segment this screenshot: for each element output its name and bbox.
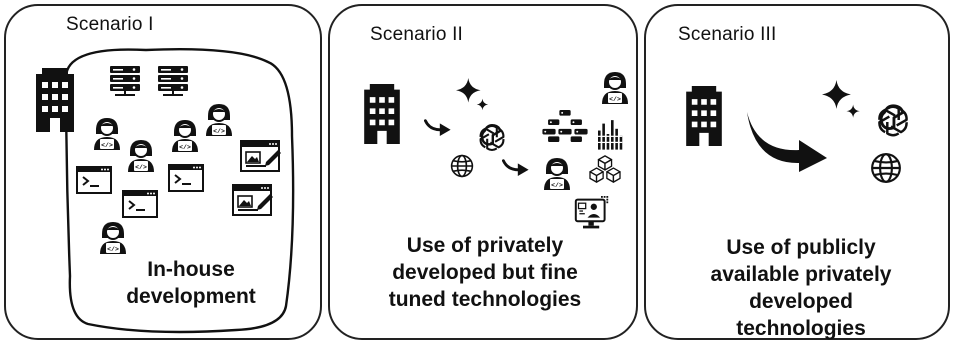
cubes-icon xyxy=(588,154,622,184)
terminal-window-icon xyxy=(76,166,112,194)
server-rack-icon xyxy=(110,66,140,96)
caption-line: tuned technologies xyxy=(388,288,582,311)
developer-person-icon xyxy=(204,102,234,136)
ai-sparkle-icon xyxy=(822,80,862,120)
scenario-1-panel: Scenario I In-house development xyxy=(4,4,322,340)
globe-icon xyxy=(450,154,474,178)
developer-person-icon xyxy=(126,138,156,172)
scenario-3-caption: Use of publicly available privately deve… xyxy=(686,234,916,342)
ai-sparkle-icon xyxy=(456,78,490,112)
globe-icon xyxy=(870,152,902,184)
caption-line: developed xyxy=(749,290,853,313)
caption-line: technologies xyxy=(736,317,866,340)
office-building-icon xyxy=(686,86,722,146)
scenario-2-title: Scenario II xyxy=(370,24,464,45)
data-cluster-icon xyxy=(542,110,588,142)
openai-logo-icon xyxy=(476,122,508,154)
image-editor-window-icon xyxy=(240,140,282,172)
openai-logo-icon xyxy=(874,102,912,140)
terminal-window-icon xyxy=(122,190,158,218)
office-building-icon xyxy=(364,84,400,144)
caption-line: development xyxy=(126,285,256,308)
caption-line: In-house xyxy=(147,258,235,281)
developer-person-icon xyxy=(600,70,630,104)
scenario-3-title: Scenario III xyxy=(678,24,777,45)
caption-line: developed but fine xyxy=(392,261,578,284)
developer-person-icon xyxy=(98,220,128,254)
scenario-1-title: Scenario I xyxy=(66,14,154,35)
in-house-boundary xyxy=(64,48,295,334)
server-rack-icon xyxy=(158,66,188,96)
developer-person-icon xyxy=(92,116,122,150)
caption-line: available privately xyxy=(710,263,892,286)
curved-arrow-icon xyxy=(502,158,530,176)
office-building-icon xyxy=(36,68,74,132)
scenario-2-caption: Use of privately developed but fine tune… xyxy=(370,232,600,313)
scenario-3-panel: Scenario III Use of publicly available p… xyxy=(644,4,950,340)
curved-arrow-icon xyxy=(746,112,828,172)
video-call-monitor-icon xyxy=(574,196,610,232)
image-editor-window-icon xyxy=(232,184,274,216)
caption-line: Use of privately xyxy=(406,234,564,257)
curved-arrow-icon xyxy=(424,118,452,136)
scenario-1-caption: In-house development xyxy=(116,256,266,310)
developer-person-icon xyxy=(542,156,572,190)
developer-person-icon xyxy=(170,118,200,152)
scenario-2-panel: Scenario II Use of privately developed b… xyxy=(328,4,638,340)
equalizer-bars-icon xyxy=(598,118,624,150)
terminal-window-icon xyxy=(168,164,204,192)
caption-line: Use of publicly xyxy=(726,236,876,259)
